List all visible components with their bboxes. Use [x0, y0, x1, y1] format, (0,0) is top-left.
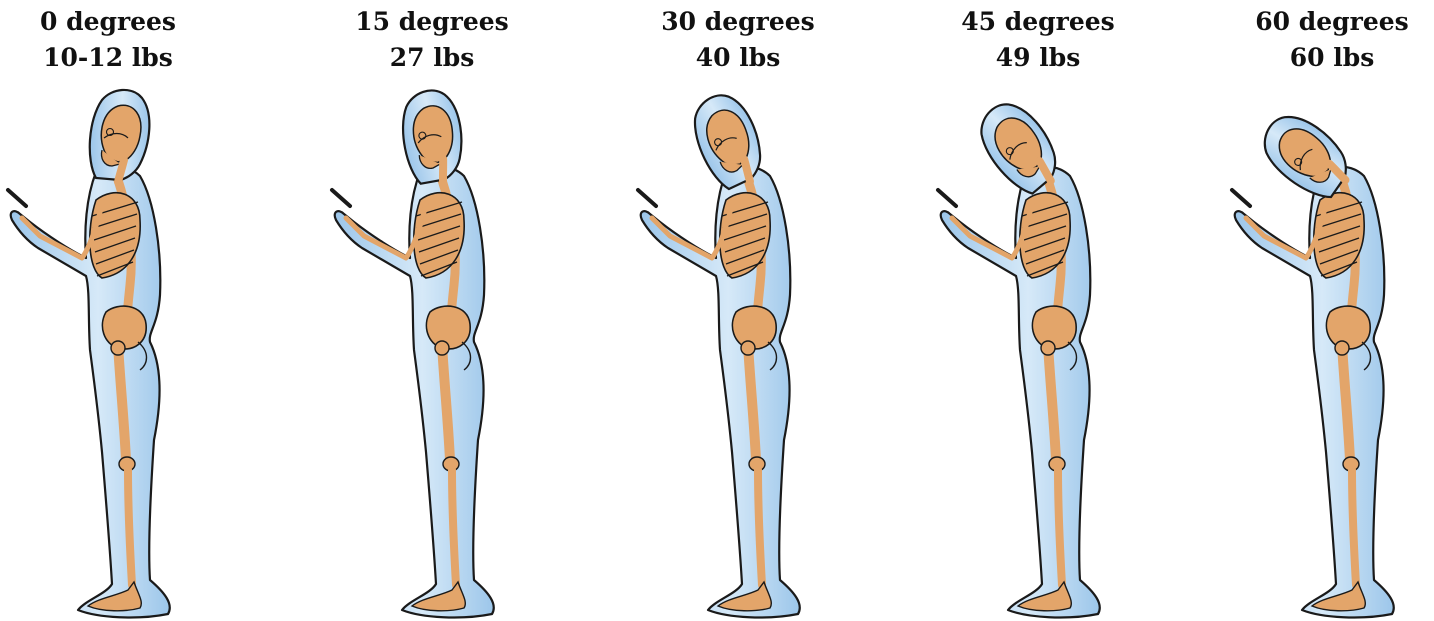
tibia [128, 470, 132, 585]
hip-joint [1041, 341, 1055, 355]
posture-label: 45 degrees 49 lbs [908, 4, 1168, 76]
pelvis [426, 306, 470, 349]
tibia [1352, 470, 1356, 585]
hip-joint [1335, 341, 1349, 355]
angle-text: 15 degrees [302, 4, 562, 40]
angle-text: 60 degrees [1202, 4, 1434, 40]
skeleton-figure-2 [608, 80, 868, 621]
weight-text: 60 lbs [1202, 40, 1434, 76]
weight-text: 27 lbs [302, 40, 562, 76]
hip-joint [741, 341, 755, 355]
angle-text: 30 degrees [608, 4, 868, 40]
posture-panel-1: 15 degrees 27 lbs [302, 0, 562, 621]
skeleton-figure-1 [302, 80, 562, 621]
angle-text: 45 degrees [908, 4, 1168, 40]
phone-icon [332, 190, 350, 206]
tibia [758, 470, 762, 585]
weight-text: 40 lbs [608, 40, 868, 76]
phone-icon [638, 190, 656, 206]
skeleton-figure-3 [908, 80, 1168, 621]
phone-icon [938, 190, 956, 206]
hip-joint [111, 341, 125, 355]
head-group [90, 90, 150, 182]
posture-panel-4: 60 degrees 60 lbs [1202, 0, 1434, 621]
posture-panel-0: 0 degrees 10-12 lbs [0, 0, 238, 621]
phone-icon [1232, 190, 1250, 206]
tibia [1058, 470, 1062, 585]
tibia [452, 470, 456, 585]
weight-text: 10-12 lbs [0, 40, 238, 76]
posture-label: 30 degrees 40 lbs [608, 4, 868, 76]
posture-label: 15 degrees 27 lbs [302, 4, 562, 76]
weight-text: 49 lbs [908, 40, 1168, 76]
pelvis [732, 306, 776, 349]
skeleton-figure-4 [1202, 80, 1434, 621]
posture-panel-2: 30 degrees 40 lbs [608, 0, 868, 621]
posture-label: 0 degrees 10-12 lbs [0, 4, 238, 76]
pelvis [102, 306, 146, 349]
pelvis [1032, 306, 1076, 349]
pelvis [1326, 306, 1370, 349]
skeleton-figure-0 [0, 80, 238, 621]
phone-icon [8, 190, 26, 206]
posture-panel-3: 45 degrees 49 lbs [908, 0, 1168, 621]
posture-label: 60 degrees 60 lbs [1202, 4, 1434, 76]
angle-text: 0 degrees [0, 4, 238, 40]
hip-joint [435, 341, 449, 355]
